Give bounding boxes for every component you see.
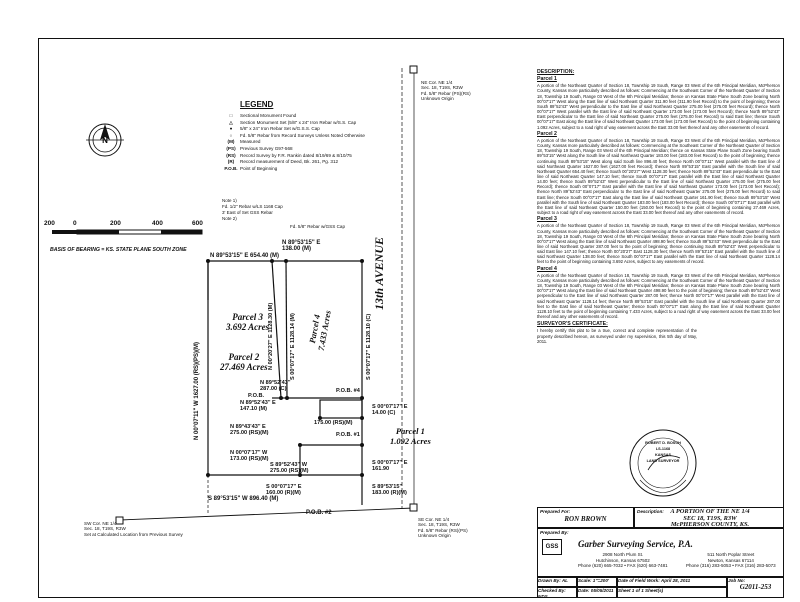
legend-title: LEGEND — [240, 100, 274, 109]
company-logo: GSS — [542, 539, 562, 555]
legend-item: (RS)Record Survey by F.R. Rankin dated 8… — [226, 152, 352, 158]
legend-item: (M)Measured — [227, 139, 261, 145]
parcel-4-text: A portion of the Northeast Quarter of Se… — [537, 272, 780, 320]
call-mid1: N 00°20'27" E 1128.30 (M) — [268, 302, 274, 370]
parcel-3-text: A portion of the Northeast Quarter of Se… — [537, 223, 780, 265]
parcel-4-title: Parcel 4 — [537, 265, 557, 272]
call-top2: N 89°53'15" E 654.40 (M) — [210, 253, 280, 259]
pob-3: P.O.B. — [248, 393, 265, 399]
cap-note: Fd. 5/8" Rebar w/GSS Cap — [290, 224, 345, 229]
scale-tick-4: 600 — [192, 220, 203, 227]
call-west: N 00°07'11" W 1627.00 (RS)(PS)(M) — [194, 341, 200, 440]
call-c1: N 89°52'43"287.00 (C) — [260, 380, 291, 392]
pob-2: P.O.B. #2 — [306, 510, 332, 516]
north-arrow-icon: N — [86, 123, 124, 157]
svg-text:N: N — [102, 136, 108, 145]
parcel-1-text: A portion of the Northeast Quarter of Se… — [537, 83, 780, 130]
pob-1: P.O.B. #1 — [336, 432, 360, 438]
parcel-2-title: Parcel 2 — [537, 130, 557, 137]
parcel-3-title: Parcel 3 — [537, 216, 557, 223]
parcel-1-title: Parcel 1 — [537, 76, 557, 83]
sheet-cell: Sheet 1 of 1 Sheet(s) — [617, 587, 727, 598]
description-heading: DESCRIPTION: — [537, 69, 575, 75]
call-c10: 175.00 (RS)(M) — [314, 420, 353, 426]
legend-item: □Sectional Monument Found — [229, 113, 297, 118]
field-work-cell: Date of Field Work: April 28, 2011 — [617, 577, 727, 587]
legend-item: ●5/8" x 24" Iron Rebar Set w/G.S.S. Cap — [229, 126, 320, 132]
surveyor-seal — [629, 429, 697, 497]
basis-of-bearing: BASIS OF BEARING = KS. STATE PLANE SOUTH… — [50, 247, 187, 253]
scale-tick-2: 200 — [110, 220, 121, 227]
title-block: Prepared For: RON BROWN Description: A P… — [537, 507, 784, 599]
legend: □Sectional Monument Found △Section Monum… — [222, 113, 417, 172]
certificate-heading: SURVEYOR'S CERTIFICATE: — [537, 321, 608, 328]
pob-4: P.O.B. #4 — [336, 388, 360, 394]
call-c8: S 89°53'15"183.00 (R)(M) — [372, 484, 407, 496]
checked-by: Checked By: NDS — [537, 587, 577, 599]
prepared-by-cell: Prepared By: GSS Garber Surveying Servic… — [537, 528, 784, 577]
parcel-2-text: A portion of the Northeast Quarter of Se… — [537, 137, 780, 216]
call-mid2: S 00°07'17" E 1128.14 (M) — [290, 313, 296, 380]
scale-tick-1: 0 — [73, 220, 77, 227]
legend-item: ○Fd. 5/8" Rebar from Record Surveys Unle… — [229, 132, 365, 138]
scale-cell: Scale: 1"=200' — [577, 577, 617, 587]
drawn-by: Drawn By: AL — [537, 577, 577, 587]
certificate-text: I hereby certify this plat to be a true,… — [537, 328, 697, 344]
client-name: RON BROWN — [564, 515, 607, 523]
legend-item: △Section Monument Set (5/8" x 24" Iron R… — [229, 119, 357, 125]
company-name: Garber Surveying Service, P.A. — [578, 539, 693, 549]
drawing-border — [38, 38, 784, 598]
call-east: S 00°07'17" E 1128.10 (C) — [366, 313, 372, 380]
scale-tick-0: 200 — [44, 220, 55, 227]
legend-item: (R)Record measurement of Deed, Bk. 261, … — [227, 159, 339, 165]
legend-item: (PS)Previous Survey G97-568 — [226, 145, 293, 151]
scale-bar — [52, 229, 203, 235]
prepared-for-cell: Prepared For: RON BROWN — [537, 507, 634, 528]
scale-tick-3: 400 — [152, 220, 163, 227]
road-label: 13th AVENUE — [372, 236, 386, 310]
legal-description: DESCRIPTION: Parcel 1 A portion of the N… — [537, 68, 780, 508]
job-number-cell: Job No: G2011-253 — [727, 577, 784, 598]
call-south: S 89°53'15" W 896.40 (M) — [208, 496, 279, 502]
job-number: G2011-253 — [739, 583, 772, 591]
legend-notes: Note 1) Fd. 1/2" Rebar w/LS 1168 Cap 3' … — [222, 198, 283, 221]
legend-item: P.O.B.Point of Beginning — [224, 165, 278, 171]
date-cell: Date: 05/05/2011 — [577, 587, 617, 598]
